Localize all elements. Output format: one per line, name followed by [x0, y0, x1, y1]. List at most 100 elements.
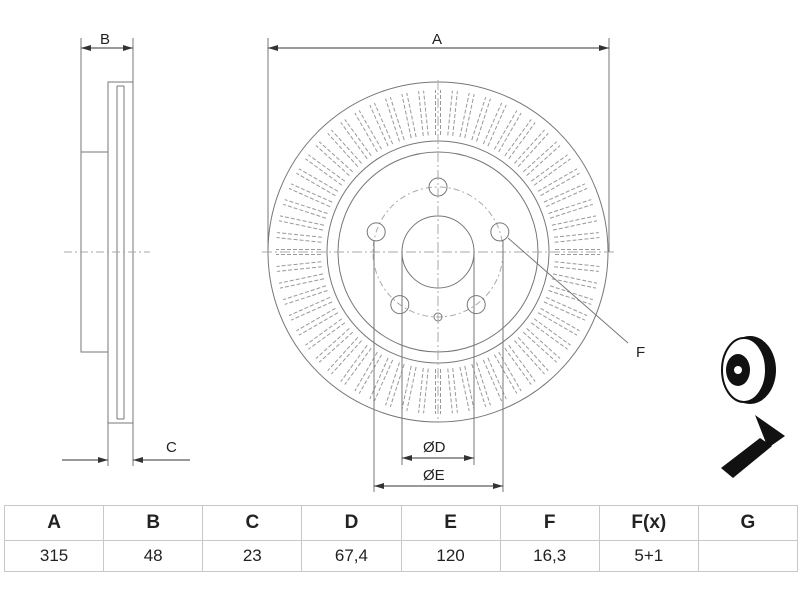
vane-line: [554, 232, 599, 238]
bolt-hole: [490, 222, 510, 242]
vane-line: [493, 110, 518, 150]
vane-line: [545, 187, 588, 208]
vane-line: [530, 322, 568, 350]
vane-line: [283, 203, 327, 219]
vane-line: [517, 132, 549, 168]
vane-line: [482, 102, 503, 145]
bolt-hole: [466, 295, 486, 315]
header-b: B: [103, 505, 204, 541]
vane-line: [533, 158, 571, 186]
vane-line: [369, 357, 389, 400]
vane-line: [471, 97, 487, 141]
vane-line: [327, 336, 359, 372]
vane-line: [487, 104, 507, 147]
value-fx: 5+1: [598, 540, 699, 572]
vane-line: [344, 347, 372, 385]
vane-line: [545, 296, 588, 317]
header-g: G: [697, 505, 799, 541]
vane-line: [423, 368, 429, 414]
dimension-label-f: F: [636, 344, 645, 361]
vane-line: [340, 344, 368, 382]
table-header-row: A B C D E F F(x) G: [3, 505, 799, 541]
vane-line: [401, 93, 412, 139]
table-value-row: 315 48 23 67,4 120 16,3 5+1: [3, 540, 799, 572]
vane-line: [549, 203, 593, 219]
value-e: 120: [400, 540, 501, 572]
vane-line: [452, 91, 458, 136]
vane-line: [493, 354, 518, 394]
vane-line: [389, 97, 405, 141]
vane-line: [540, 172, 580, 197]
vane-line: [308, 322, 346, 350]
vane-line: [288, 296, 331, 317]
vane-line: [554, 266, 599, 272]
vane-line: [537, 312, 578, 336]
vane-line: [447, 368, 453, 414]
vane-line: [498, 112, 522, 153]
vane-line: [526, 145, 561, 176]
vane-line: [464, 365, 475, 411]
dimension-label-d: ØD: [423, 439, 446, 456]
vane-line: [277, 232, 322, 238]
vane-line: [279, 278, 325, 289]
vane-line: [548, 290, 592, 305]
value-g: [697, 540, 799, 572]
dimension-label-c: C: [166, 439, 177, 456]
vane-line: [373, 359, 394, 402]
vane-line: [298, 168, 339, 192]
dimension-label-a: A: [432, 31, 442, 48]
vane-line: [331, 340, 362, 375]
vane-line: [406, 92, 417, 138]
vane-line: [549, 285, 593, 301]
vane-line: [504, 347, 532, 385]
header-c: C: [202, 505, 303, 541]
header-e: E: [400, 505, 501, 541]
vane-line: [278, 220, 324, 231]
header-fx: F(x): [598, 505, 699, 541]
vane-line: [514, 340, 545, 375]
vane-line: [331, 129, 362, 164]
dimension-label-e: ØE: [423, 467, 445, 484]
dimensions-table: A B C D E F F(x) G 315 48 23 67,4 120 16…: [3, 505, 799, 572]
vane-line: [373, 102, 394, 145]
vane-line: [298, 312, 339, 336]
header-f: F: [499, 505, 600, 541]
vane-line: [418, 91, 424, 136]
vane-line: [277, 266, 322, 272]
vane-line: [406, 366, 417, 412]
vane-line: [385, 98, 400, 142]
vane-line: [522, 331, 558, 363]
vane-line: [418, 368, 424, 413]
bolt-hole: [366, 222, 386, 242]
bolt-hole: [390, 295, 410, 315]
vane-line: [522, 141, 558, 173]
vane-line: [543, 301, 586, 321]
vane-line: [537, 168, 578, 192]
vane-line: [464, 93, 475, 139]
vane-line: [504, 119, 532, 157]
vane-line: [276, 237, 322, 243]
vane-line: [278, 273, 324, 284]
vane-line: [290, 301, 333, 321]
vane-line: [315, 145, 350, 176]
countersunk-screw-icon: [721, 415, 785, 478]
vane-line: [296, 172, 336, 197]
value-b: 48: [103, 540, 204, 572]
vane-line: [296, 307, 336, 332]
vane-line: [551, 215, 597, 226]
value-c: 23: [202, 540, 303, 572]
header-a: A: [3, 505, 105, 541]
vane-line: [279, 215, 325, 226]
vane-line: [508, 344, 536, 382]
vane-line: [452, 368, 458, 413]
vane-line: [318, 331, 354, 363]
value-d: 67,4: [301, 540, 402, 572]
vane-line: [288, 187, 331, 208]
vane-line: [358, 110, 383, 150]
vane-line: [308, 154, 346, 182]
vane-line: [482, 359, 503, 402]
header-d: D: [301, 505, 402, 541]
vane-line: [447, 90, 453, 136]
value-a: 315: [3, 540, 105, 572]
vane-line: [283, 285, 327, 301]
